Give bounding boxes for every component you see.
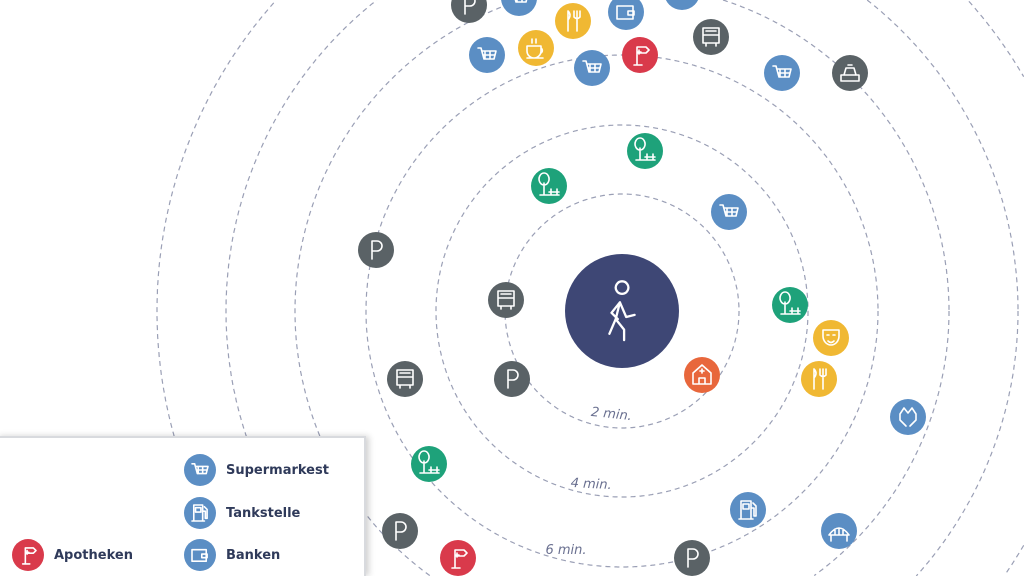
parking-icon [451,0,487,23]
park-icon [627,133,663,169]
pharmacy-icon [622,37,658,73]
legend-item-pharmacies: Apotheken [12,539,133,571]
fuel-icon [730,492,766,528]
cart-icon [501,0,537,16]
parking-icon [494,361,530,397]
wallet-icon [184,539,216,571]
ring-label: 4 min. [570,476,612,493]
cart-icon [711,194,747,230]
pharmacy-icon [12,539,44,571]
distance-ring [435,124,809,498]
legend-item-fuel-station: Tankstelle [184,497,300,529]
taxi-icon [832,55,868,91]
distance-ring [1004,544,1024,575]
hands-icon [890,399,926,435]
distance-ring [722,0,950,311]
ring-label: 6 min. [545,543,586,558]
park-icon [772,287,808,323]
distance-ring [866,0,1019,311]
cart-icon [469,37,505,73]
cart-glyph [184,454,216,486]
bus-icon [488,282,524,318]
bus-icon [693,19,729,55]
walking-person-icon [565,254,679,368]
bus-icon [387,361,423,397]
distance-ring [968,0,1024,78]
legend-item-banks: Banken [184,539,280,571]
park-icon [531,168,567,204]
parking-icon [358,232,394,268]
distance-ring [504,193,740,429]
fuel-icon [184,497,216,529]
cart-icon [764,55,800,91]
legend-item-supermarket: Supermarkest [184,454,329,486]
pharmacy-icon [440,540,476,576]
cutlery-icon [801,361,837,397]
coffee-icon [518,30,554,66]
parking-icon [382,513,418,549]
theater-icon [813,320,849,356]
bridge-icon [821,513,857,549]
fuel-glyph [184,497,216,529]
distance-ring [813,311,950,576]
cart-icon [665,0,699,10]
wallet-icon [608,0,644,30]
pharmacy-glyph [12,539,44,571]
park-icon [411,446,447,482]
legend: Supermarkest Tankstelle Banken Apotheken [0,436,366,576]
cart-icon [574,50,610,86]
cutlery-icon [555,3,591,39]
distance-ring [915,311,1019,576]
wallet-glyph [184,539,216,571]
distance-ring [365,54,879,568]
cart-icon [184,454,216,486]
ring-label: 2 min. [590,405,632,424]
hospital-icon [684,357,720,393]
parking-icon [674,540,710,576]
